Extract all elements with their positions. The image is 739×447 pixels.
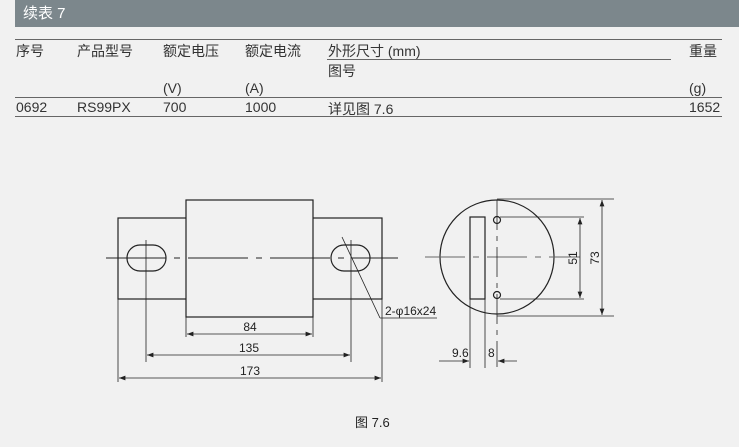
- col-header-model: 产品型号: [77, 43, 133, 59]
- cell-model: RS99PX: [77, 99, 131, 115]
- cell-voltage: 700: [163, 99, 187, 115]
- table-title-bar: 续表 7: [15, 0, 739, 27]
- cell-no: 0692: [16, 99, 48, 115]
- col-header-voltage: 额定电压: [163, 43, 219, 59]
- dim-8: 8: [488, 346, 495, 360]
- dim-9-6: 9.6: [452, 346, 469, 360]
- dim-135: 135: [239, 341, 259, 355]
- divider: [15, 39, 722, 40]
- end-view: [425, 198, 614, 368]
- cell-current: 1000: [245, 99, 277, 115]
- dim-holes: 2-φ16x24: [385, 304, 436, 318]
- divider: [327, 59, 671, 60]
- table-title: 续表 7: [23, 5, 66, 22]
- figure-caption: 图 7.6: [355, 415, 390, 430]
- unit-weight: (g): [689, 80, 707, 96]
- col-header-no: 序号: [16, 43, 44, 59]
- cell-weight: 1652: [689, 99, 721, 115]
- dim-73: 73: [588, 251, 602, 265]
- divider: [15, 97, 722, 98]
- col-header-current: 额定电流: [245, 43, 301, 59]
- divider: [15, 116, 722, 117]
- unit-voltage: (V): [163, 80, 182, 96]
- dim-84: 84: [243, 320, 257, 334]
- side-view: [106, 199, 437, 382]
- dim-51: 51: [566, 251, 580, 265]
- col-header-weight: 重量: [689, 43, 717, 59]
- dim-173: 173: [240, 364, 260, 378]
- cell-dimensions: 详见图 7.6: [328, 101, 394, 117]
- unit-current: (A): [245, 80, 264, 96]
- col-subheader-figure: 图号: [328, 63, 356, 79]
- col-header-dimensions: 外形尺寸 (mm): [328, 43, 421, 59]
